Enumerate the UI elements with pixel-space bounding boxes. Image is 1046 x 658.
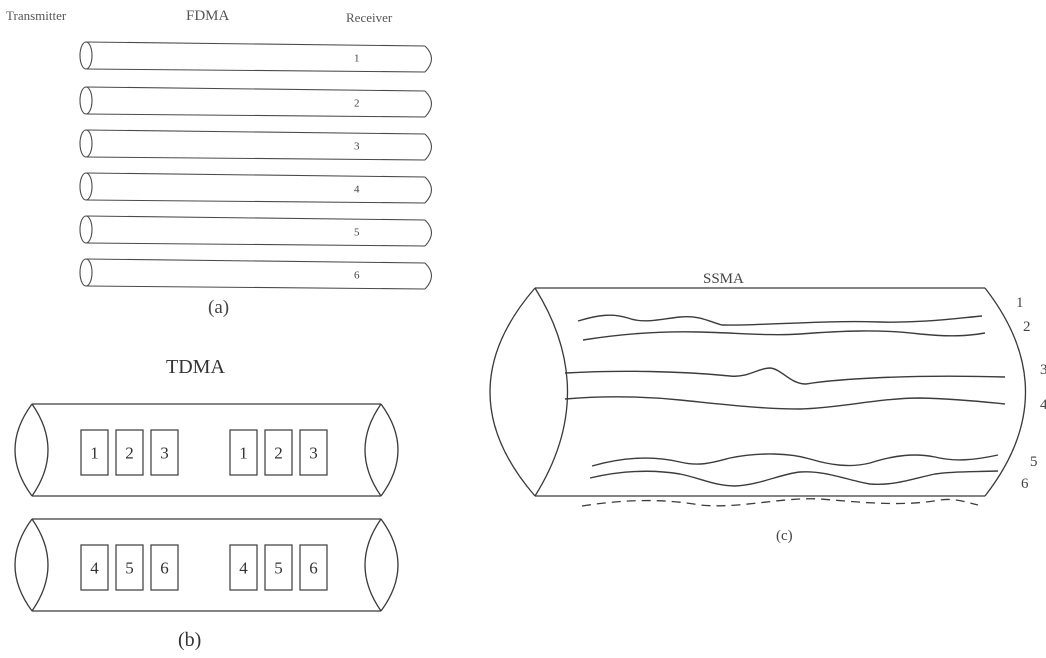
tdma-slot-label: 1 bbox=[90, 444, 99, 463]
tdma-slot-label: 2 bbox=[125, 444, 134, 463]
tdma-pipe-right-back bbox=[365, 519, 381, 611]
fdma-tube-bottom-edge bbox=[86, 114, 425, 117]
fdma-tube-top-edge bbox=[86, 216, 425, 220]
ssma-signal-label-2: 2 bbox=[1023, 319, 1031, 335]
fdma-tube-right-end bbox=[425, 91, 432, 117]
ssma-signal-label-6: 6 bbox=[1021, 476, 1029, 492]
fdma-channel-label-5: 5 bbox=[354, 227, 360, 239]
ssma-signal-label-1: 1 bbox=[1016, 295, 1024, 311]
fdma-channel-label-4: 4 bbox=[354, 184, 360, 196]
tdma-slot-label: 5 bbox=[125, 559, 134, 578]
fdma-tube-top-edge bbox=[86, 173, 425, 177]
tdma-pipe-2: 4 5 6 4 5 6 bbox=[15, 519, 398, 611]
fdma-channel-tube-6: 6 bbox=[80, 259, 432, 289]
ssma-cylinder-right-end bbox=[985, 288, 1026, 496]
ssma-cylinder-left-front bbox=[490, 288, 535, 496]
tdma-slot-label: 4 bbox=[239, 559, 248, 578]
fdma-channel-tube-2: 2 bbox=[80, 87, 432, 117]
tdma-slot-label: 5 bbox=[274, 559, 283, 578]
fdma-tube-bottom-edge bbox=[86, 200, 425, 203]
fdma-tube-left-end bbox=[80, 259, 92, 286]
ssma-signal-2 bbox=[583, 331, 985, 340]
ssma-signal-label-5: 5 bbox=[1030, 454, 1038, 470]
ssma-title: SSMA bbox=[703, 271, 744, 287]
fdma-channel-tubes: 1 2 3 4 5 6 bbox=[80, 42, 432, 289]
ssma-panel: SSMA 1 2 3 4 5 6 (c) bbox=[490, 271, 1046, 544]
fdma-tube-left-end bbox=[80, 173, 92, 200]
tdma-slot-label: 3 bbox=[160, 444, 169, 463]
fdma-tube-right-end bbox=[425, 177, 432, 203]
fdma-channel-label-3: 3 bbox=[354, 141, 360, 153]
ssma-signal-4 bbox=[565, 397, 1005, 409]
ssma-caption: (c) bbox=[776, 528, 793, 544]
tdma-time-slot-pipes: 1 2 3 1 2 3 4 5 6 4 5 6 bbox=[15, 404, 398, 611]
fdma-receiver-label: Receiver bbox=[346, 10, 393, 25]
fdma-panel: Transmitter FDMA Receiver 1 2 3 4 5 6 (a) bbox=[6, 8, 432, 318]
ssma-signal-1 bbox=[578, 315, 982, 325]
fdma-tube-bottom-edge bbox=[86, 286, 425, 289]
ssma-signal-5 bbox=[592, 454, 998, 466]
tdma-pipe-right-back bbox=[365, 404, 381, 496]
tdma-slot-label: 4 bbox=[90, 559, 99, 578]
tdma-caption: (b) bbox=[178, 629, 201, 651]
fdma-tube-left-end bbox=[80, 42, 92, 69]
tdma-slot-label: 3 bbox=[309, 444, 318, 463]
fdma-channel-label-2: 2 bbox=[354, 98, 360, 110]
ssma-cylinder-left-back bbox=[535, 288, 568, 496]
tdma-slot-label: 1 bbox=[239, 444, 248, 463]
fdma-transmitter-label: Transmitter bbox=[6, 8, 67, 23]
fdma-channel-label-6: 6 bbox=[354, 270, 360, 282]
fdma-tube-right-end bbox=[425, 134, 432, 160]
fdma-title: FDMA bbox=[186, 8, 230, 24]
tdma-pipe-left-back bbox=[32, 404, 48, 496]
tdma-pipe-left-front bbox=[15, 404, 32, 496]
fdma-tube-left-end bbox=[80, 216, 92, 243]
tdma-title: TDMA bbox=[166, 356, 225, 378]
fdma-channel-tube-4: 4 bbox=[80, 173, 432, 203]
fdma-tube-left-end bbox=[80, 130, 92, 157]
fdma-channel-label-1: 1 bbox=[354, 53, 360, 65]
tdma-panel: TDMA 1 2 3 1 2 3 4 5 6 4 5 6 (b) bbox=[15, 356, 398, 651]
tdma-pipe-1: 1 2 3 1 2 3 bbox=[15, 404, 398, 496]
tdma-slot-label: 6 bbox=[160, 559, 169, 578]
fdma-channel-tube-5: 5 bbox=[80, 216, 432, 246]
fdma-tube-left-end bbox=[80, 87, 92, 114]
tdma-pipe-left-back bbox=[32, 519, 48, 611]
tdma-slot-label: 6 bbox=[309, 559, 318, 578]
tdma-pipe-left-front bbox=[15, 519, 32, 611]
fdma-tube-right-end bbox=[425, 263, 432, 289]
fdma-tube-bottom-edge bbox=[86, 243, 425, 246]
tdma-pipe-right-front bbox=[381, 519, 398, 611]
ssma-noise-floor bbox=[582, 499, 978, 506]
fdma-tube-bottom-edge bbox=[86, 69, 425, 72]
tdma-slot-label: 2 bbox=[274, 444, 283, 463]
ssma-signal-label-4: 4 bbox=[1040, 397, 1046, 413]
tdma-pipe-right-front bbox=[381, 404, 398, 496]
fdma-tube-top-edge bbox=[86, 42, 425, 46]
fdma-tube-right-end bbox=[425, 220, 432, 246]
fdma-caption: (a) bbox=[208, 297, 229, 318]
fdma-tube-top-edge bbox=[86, 87, 425, 91]
ssma-signal-6 bbox=[590, 471, 998, 486]
fdma-channel-tube-1: 1 bbox=[80, 42, 432, 72]
fdma-tube-right-end bbox=[425, 46, 432, 72]
fdma-channel-tube-3: 3 bbox=[80, 130, 432, 160]
fdma-tube-bottom-edge bbox=[86, 157, 425, 160]
fdma-tube-top-edge bbox=[86, 259, 425, 263]
fdma-tube-top-edge bbox=[86, 130, 425, 134]
ssma-signal-3 bbox=[565, 368, 1005, 384]
ssma-signal-label-3: 3 bbox=[1040, 362, 1046, 378]
